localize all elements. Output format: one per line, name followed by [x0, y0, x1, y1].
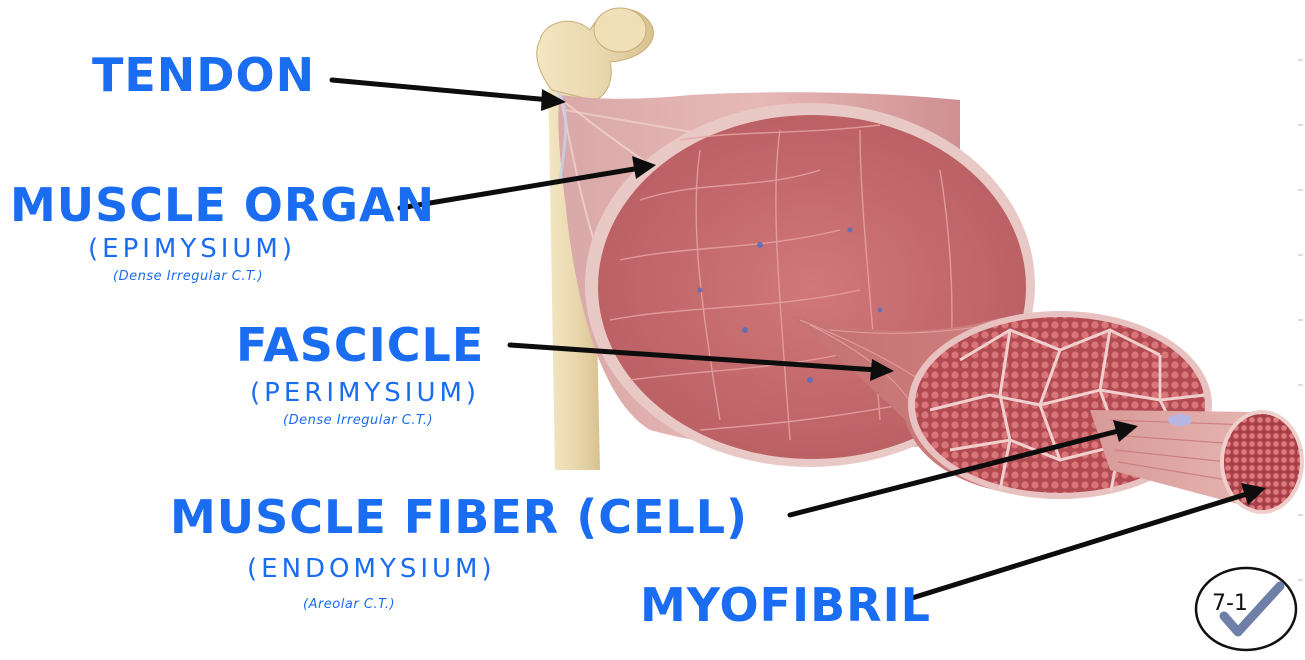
edge-ticks — [1298, 60, 1303, 580]
badge-label: 7-1 — [1212, 591, 1248, 616]
label-muscle-organ: MUSCLE ORGAN — [10, 182, 435, 228]
label-tendon: TENDON — [92, 52, 315, 98]
label-endomysium-note: (Areolar C.T.) — [303, 598, 395, 611]
label-endomysium: (ENDOMYSIUM) — [247, 556, 496, 582]
label-fascicle: FASCICLE — [236, 322, 484, 368]
label-myofibril: MYOFIBRIL — [640, 582, 931, 628]
arrow-tendon — [332, 80, 566, 111]
label-perimysium: (PERIMYSIUM) — [250, 380, 480, 406]
label-epimysium-note: (Dense Irregular C.T.) — [113, 270, 263, 283]
label-perimysium-note: (Dense Irregular C.T.) — [283, 414, 433, 427]
label-muscle-fiber: MUSCLE FIBER (CELL) — [170, 494, 748, 540]
label-epimysium: (EPIMYSIUM) — [88, 236, 296, 262]
